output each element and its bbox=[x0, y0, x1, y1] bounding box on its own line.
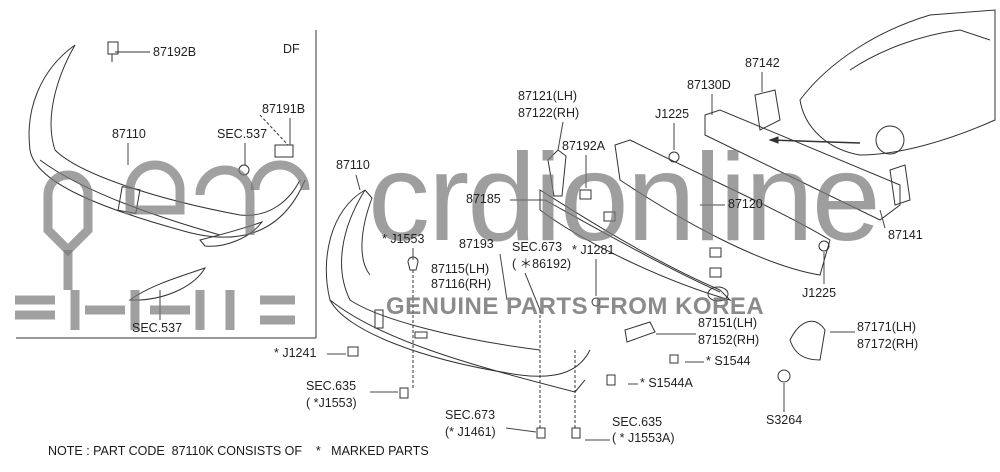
absorber-drawing bbox=[579, 89, 911, 278]
grille-drawing bbox=[539, 149, 732, 302]
part-label-sec635-b-sub: ( * J1553A) bbox=[612, 431, 675, 445]
leader-lines bbox=[127, 72, 886, 441]
part-label-87120: 87120 bbox=[728, 197, 763, 211]
part-label-s1544: * S1544 bbox=[706, 354, 751, 368]
part-label-j1225-top: J1225 bbox=[655, 107, 690, 121]
main-bumper-drawing bbox=[325, 189, 601, 439]
part-label-s1544a: * S1544A bbox=[640, 376, 693, 390]
inset-label-df: DF bbox=[283, 42, 300, 56]
part-label-87110-inset: 87110 bbox=[112, 127, 146, 141]
part-label-j1281: * J1281 bbox=[572, 243, 615, 257]
part-label-sec635-a-sub: ( *J1553) bbox=[306, 396, 357, 410]
part-label-sec673-b-sub: (* J1461) bbox=[445, 425, 496, 439]
part-label-87192a: 87192A bbox=[562, 139, 606, 153]
part-label-sec635-a: SEC.635 bbox=[306, 379, 357, 393]
part-label-87192b: 87192B bbox=[153, 45, 197, 59]
part-label-87193: 87193 bbox=[459, 237, 494, 251]
part-label-sec673-a: SEC.673 bbox=[512, 240, 563, 254]
part-label-sec673-b: SEC.673 bbox=[445, 408, 496, 422]
part-label-87116: 87116(RH) bbox=[431, 277, 492, 291]
part-label-87171: 87171(LH) bbox=[857, 320, 917, 334]
part-label-sec537-bottom: SEC.537 bbox=[132, 321, 183, 335]
part-label-s3264: S3264 bbox=[766, 413, 803, 427]
watermark-logo bbox=[15, 160, 310, 330]
part-label-j1553: * J1553 bbox=[382, 232, 425, 246]
part-label-sec537-top: SEC.537 bbox=[217, 127, 268, 141]
footnote: NOTE : PART CODE 87110K CONSISTS OF * MA… bbox=[48, 444, 429, 458]
part-label-87152: 87152(RH) bbox=[698, 333, 760, 347]
part-label-87130d: 87130D bbox=[687, 78, 731, 92]
part-label-j1241: * J1241 bbox=[274, 346, 317, 360]
part-label-87142: 87142 bbox=[745, 56, 780, 70]
part-label-sec635-b: SEC.635 bbox=[612, 415, 663, 429]
inset-frame bbox=[16, 30, 317, 339]
part-label-87115: 87115(LH) bbox=[431, 262, 490, 276]
bracket-drawing bbox=[606, 320, 826, 386]
part-label-87122: 87122(RH) bbox=[518, 106, 580, 120]
part-label-87121: 87121(LH) bbox=[518, 89, 578, 103]
part-label-sec673-a-sub: ( ＊86192) bbox=[512, 257, 572, 271]
car-drawing bbox=[768, 9, 996, 156]
part-label-87110-main: 87110 bbox=[336, 158, 370, 172]
part-label-87172: 87172(RH) bbox=[857, 337, 919, 351]
part-label-87151: 87151(LH) bbox=[698, 316, 758, 330]
part-label-j1225-bottom: J1225 bbox=[802, 286, 837, 300]
part-label-87141: 87141 bbox=[888, 228, 923, 242]
part-label-87185: 87185 bbox=[466, 192, 501, 206]
part-label-87191b: 87191B bbox=[262, 102, 306, 116]
